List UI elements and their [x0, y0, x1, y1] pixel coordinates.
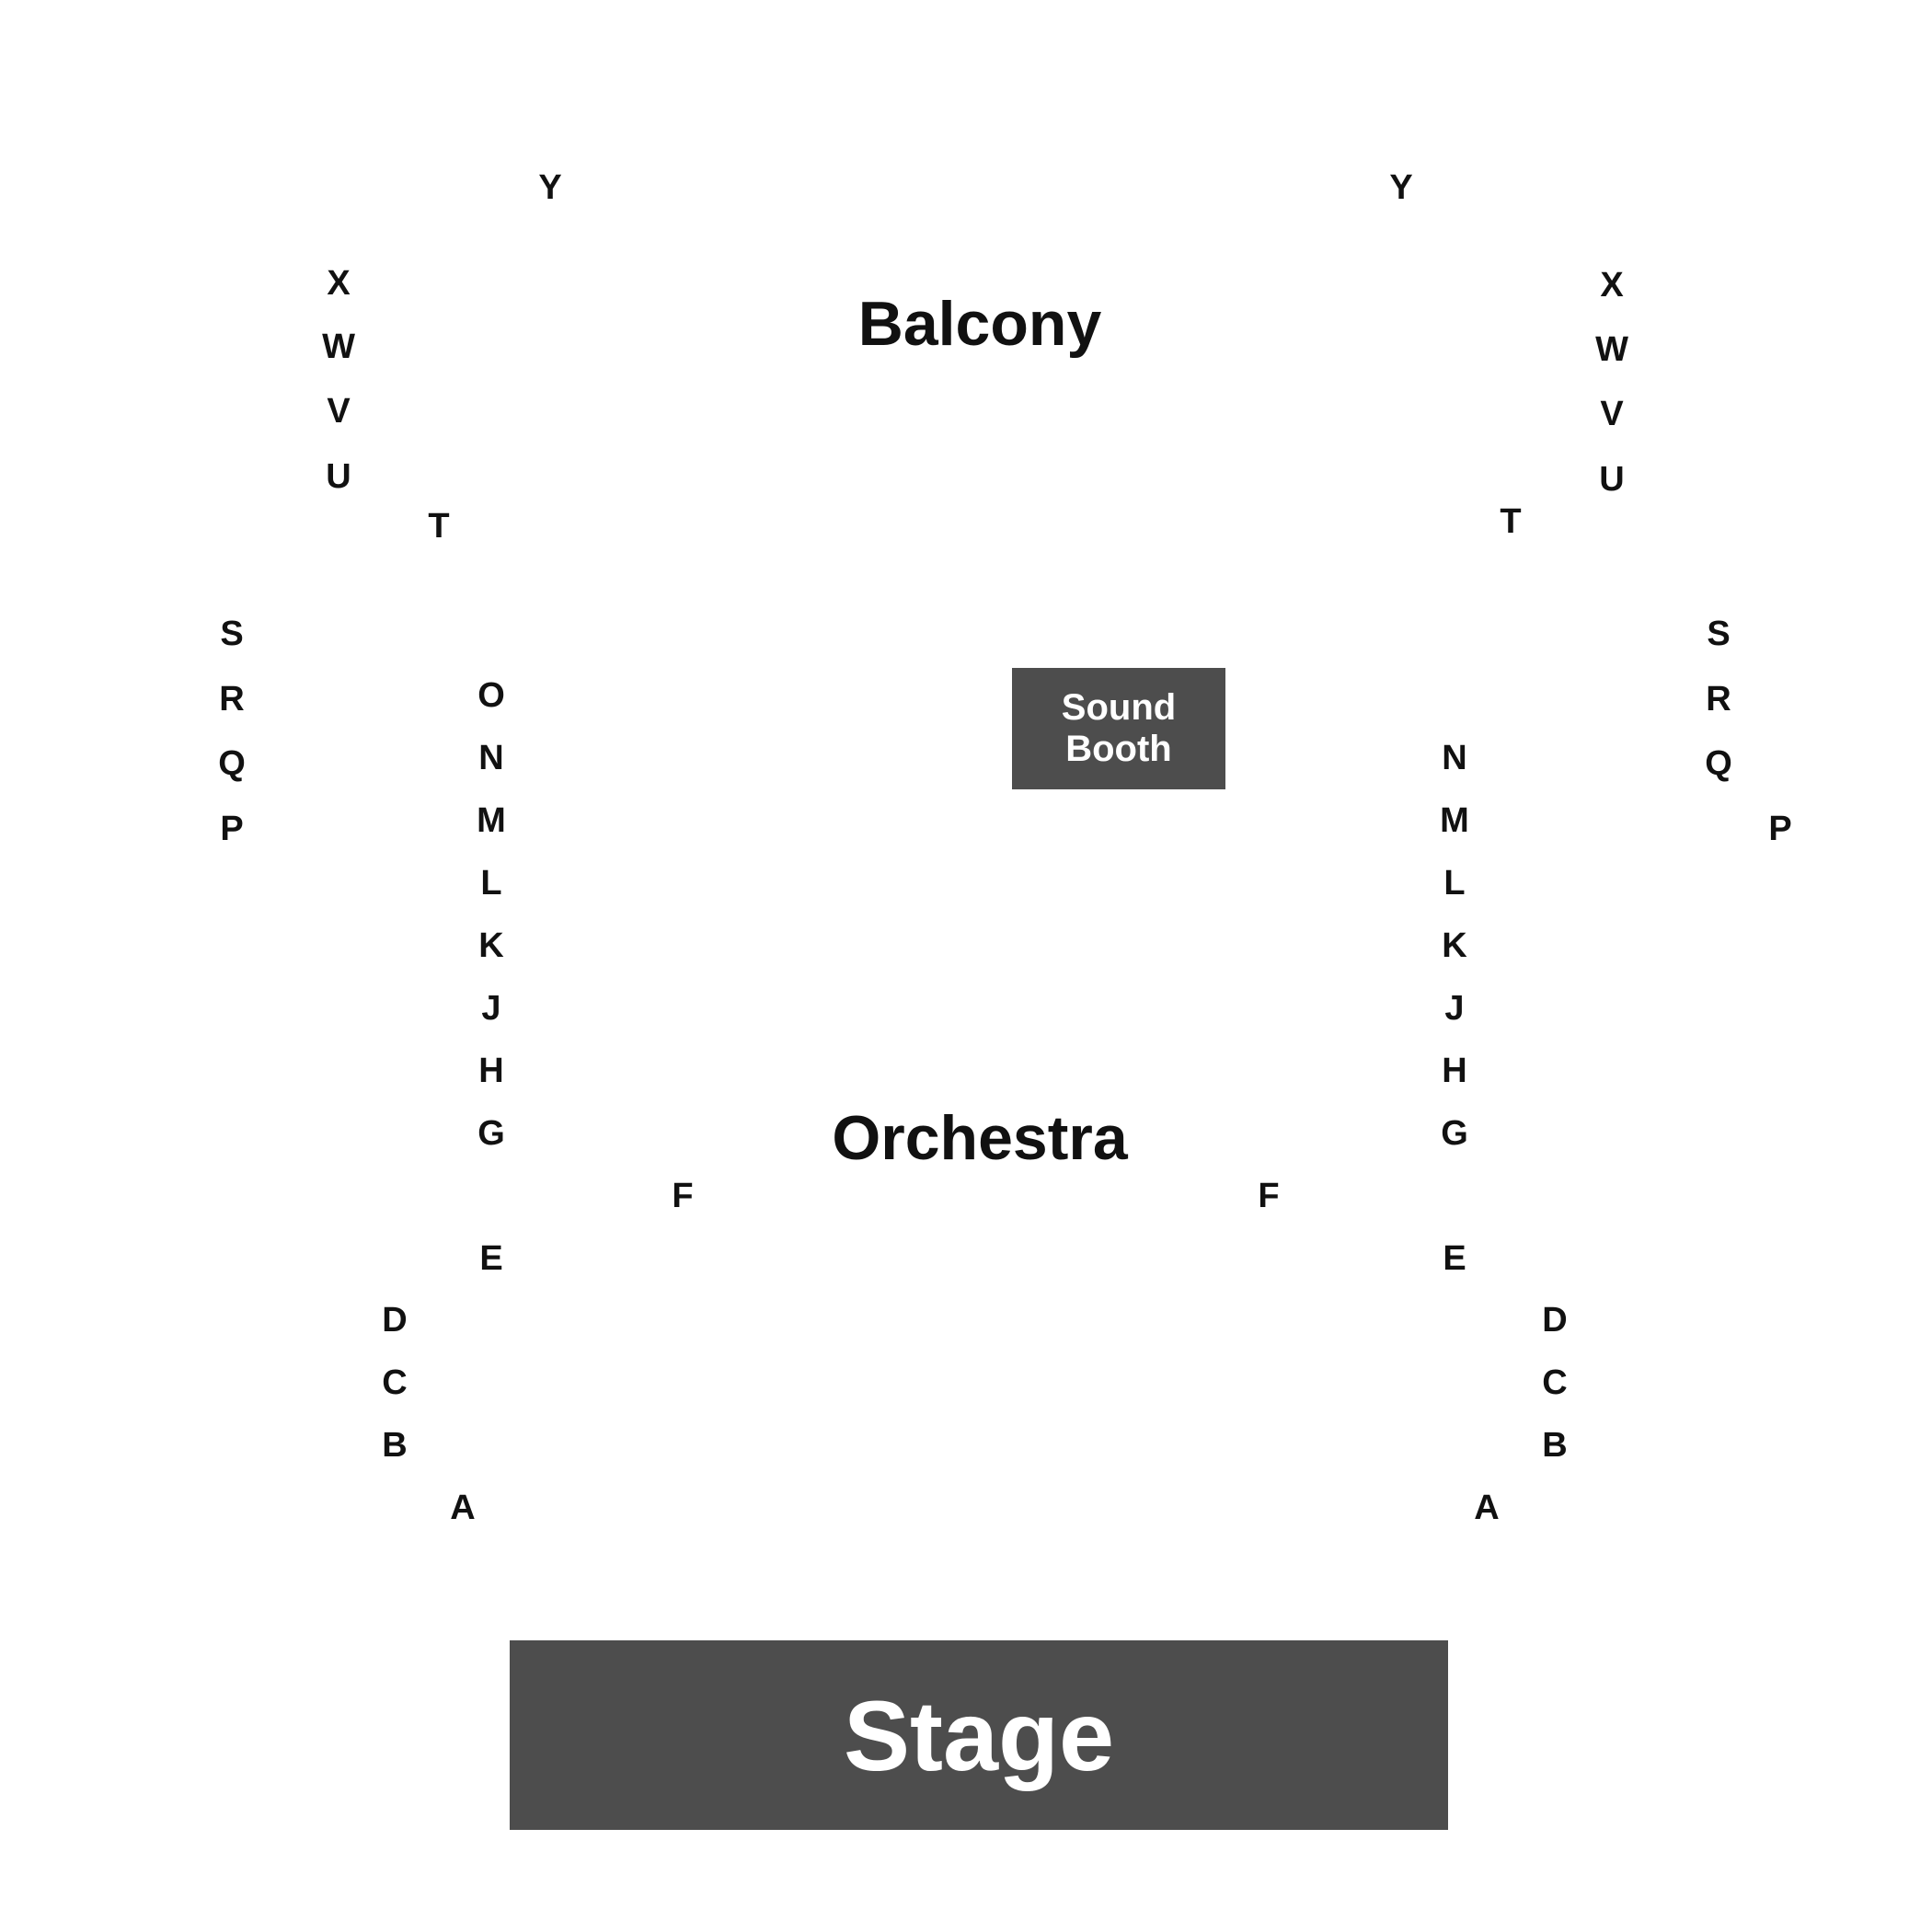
- row-label-right-q: Q: [1705, 744, 1732, 783]
- row-label-right-u: U: [1599, 460, 1625, 499]
- row-label-right-e: E: [1443, 1239, 1466, 1278]
- orchestra-title: Orchestra: [832, 1103, 1128, 1173]
- balcony-title: Balcony: [857, 289, 1102, 359]
- row-label-left-a: A: [450, 1489, 476, 1527]
- row-label-right-j: J: [1444, 989, 1465, 1028]
- row-label-left-g: G: [477, 1114, 505, 1153]
- row-label-left-m: M: [477, 801, 506, 840]
- stage-label: Stage: [843, 1679, 1115, 1791]
- row-label-right-x: X: [1600, 266, 1624, 305]
- row-label-left-t: T: [428, 507, 450, 546]
- row-label-left-w: W: [322, 328, 355, 366]
- row-label-right-v: V: [1600, 395, 1624, 433]
- row-label-left-u: U: [326, 457, 351, 496]
- row-label-left-x: X: [327, 264, 351, 303]
- row-label-right-l: L: [1443, 864, 1466, 903]
- row-label-right-k: K: [1442, 926, 1467, 965]
- sound-booth-line2: Booth: [1065, 729, 1172, 769]
- row-label-left-e: E: [479, 1239, 503, 1278]
- row-label-right-p: P: [1768, 810, 1792, 848]
- row-label-left-p: P: [220, 810, 244, 848]
- row-label-left-j: J: [481, 989, 501, 1028]
- stage: Stage: [510, 1640, 1448, 1830]
- row-label-right-f: F: [1258, 1177, 1280, 1215]
- row-label-left-s: S: [220, 615, 244, 653]
- row-label-right-n: N: [1442, 739, 1467, 777]
- row-label-left-h: H: [478, 1052, 504, 1090]
- row-label-right-b: B: [1542, 1426, 1568, 1465]
- row-label-right-s: S: [1707, 615, 1731, 653]
- row-label-right-m: M: [1440, 801, 1469, 840]
- sound-booth: Sound Booth: [1012, 668, 1225, 789]
- row-label-left-l: L: [480, 864, 502, 903]
- row-label-right-g: G: [1441, 1114, 1468, 1153]
- row-label-right-h: H: [1442, 1052, 1467, 1090]
- row-label-left-k: K: [478, 926, 504, 965]
- row-label-left-v: V: [327, 392, 351, 431]
- row-label-right-d: D: [1542, 1301, 1568, 1340]
- row-label-left-y: Y: [538, 168, 562, 207]
- row-label-left-c: C: [382, 1363, 408, 1402]
- row-label-left-q: Q: [218, 744, 246, 783]
- sound-booth-line1: Sound: [1061, 687, 1177, 728]
- row-label-left-d: D: [382, 1301, 408, 1340]
- row-label-left-o: O: [477, 676, 505, 715]
- row-label-right-c: C: [1542, 1363, 1568, 1402]
- row-label-left-b: B: [382, 1426, 408, 1465]
- row-label-right-a: A: [1474, 1489, 1500, 1527]
- row-label-right-y: Y: [1389, 168, 1413, 207]
- row-label-right-r: R: [1706, 680, 1731, 719]
- row-label-right-t: T: [1500, 502, 1522, 541]
- row-label-left-f: F: [672, 1177, 694, 1215]
- row-label-right-w: W: [1595, 330, 1628, 369]
- row-label-left-r: R: [219, 680, 245, 719]
- row-label-left-n: N: [478, 739, 504, 777]
